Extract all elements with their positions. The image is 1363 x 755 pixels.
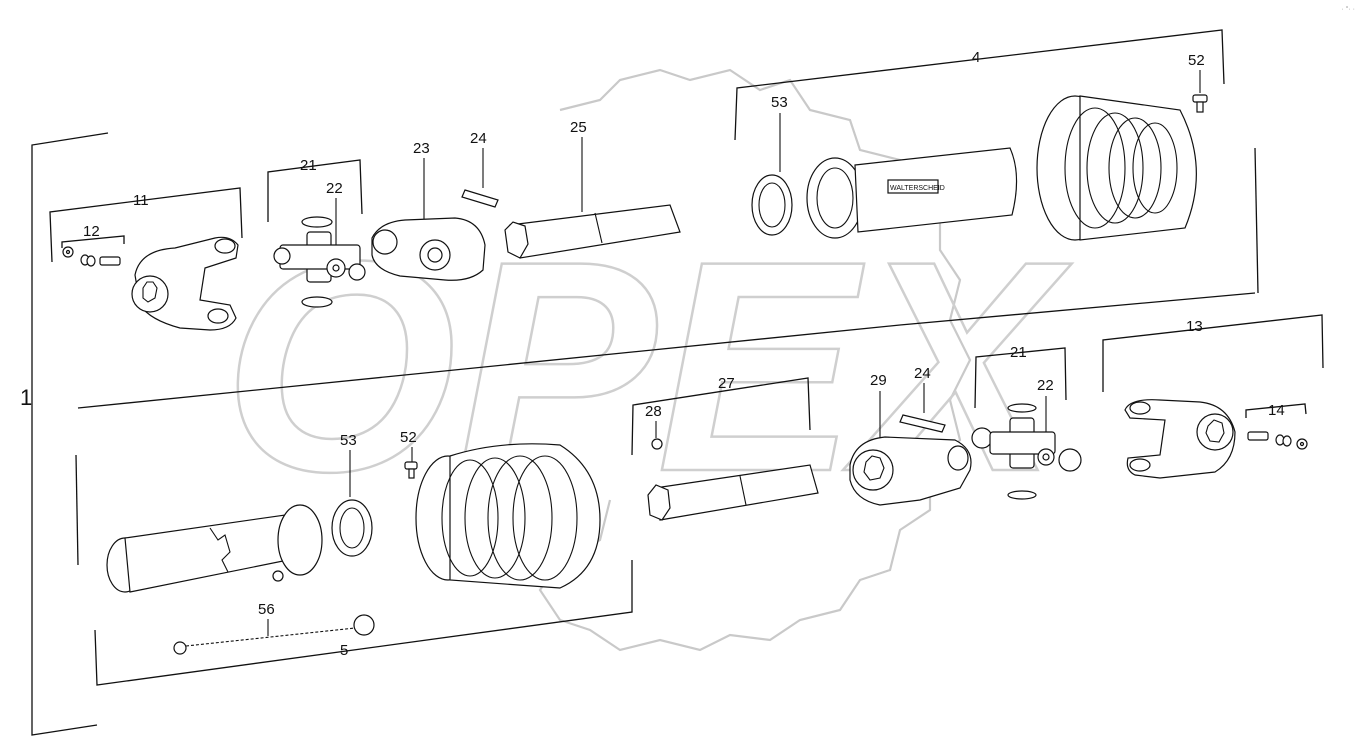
- profile-tube-25: [504, 204, 681, 259]
- bellows-cone-upper: [1036, 95, 1197, 241]
- callout-4: 4: [972, 49, 980, 66]
- callout-23: 23: [413, 140, 430, 157]
- group-21-top-bracket: [267, 159, 363, 222]
- callout-11: 11: [133, 192, 149, 209]
- shaft-label: WALTERSCHEID: [890, 185, 945, 192]
- callout-14: 14: [1268, 402, 1285, 419]
- callout-24-bottom: 24: [914, 365, 931, 382]
- callout-53-top: 53: [771, 94, 788, 111]
- yoke-23: [371, 217, 486, 281]
- callout-25: 25: [570, 119, 587, 136]
- group-13-bracket: [1102, 314, 1324, 392]
- assembly-bracket-1: [31, 132, 1256, 736]
- callout-53-bottom: 53: [340, 432, 357, 449]
- watermark-gear: [538, 68, 972, 652]
- bellows-cone-lower: [415, 443, 601, 589]
- group-21-bottom-bracket: [974, 347, 1067, 409]
- yoke-13-hardware: [1247, 431, 1308, 450]
- bearing-ring-53-bottom: [331, 499, 373, 557]
- callout-21-top: 21: [300, 157, 317, 174]
- yoke-11: [131, 236, 239, 331]
- pin-24-top: [461, 189, 499, 208]
- callout-1: 1: [20, 385, 32, 410]
- callout-5: 5: [340, 642, 348, 659]
- cross-21-bottom: [971, 403, 1082, 500]
- corner-mark: · °· ·: [1341, 6, 1355, 13]
- callout-22-bottom: 22: [1037, 377, 1054, 394]
- screw-52-bottom: [404, 461, 418, 479]
- callout-12: 12: [83, 223, 100, 240]
- yoke-29: [849, 436, 972, 506]
- guard-tube-lower: [106, 504, 323, 593]
- group-14-bracket: [1245, 403, 1307, 418]
- group-12-bracket: [61, 235, 125, 248]
- group-5-bracket: [75, 454, 633, 686]
- callout-56: 56: [258, 601, 275, 618]
- callout-27: 27: [718, 375, 735, 392]
- yoke-11-hardware: [62, 246, 121, 267]
- callout-21-bottom: 21: [1010, 344, 1027, 361]
- yoke-13: [1124, 399, 1236, 479]
- callout-24-top: 24: [470, 130, 487, 147]
- safety-chain-56: [173, 614, 375, 655]
- profile-tube-27: [647, 464, 819, 521]
- callout-13: 13: [1186, 318, 1203, 335]
- bearing-ring-53-top: [751, 174, 793, 236]
- callout-29: 29: [870, 372, 887, 389]
- callout-52-bottom: 52: [400, 429, 417, 446]
- group-4-bracket: [734, 29, 1259, 294]
- pin-24-bottom: [899, 414, 946, 433]
- callout-28: 28: [645, 403, 662, 420]
- callout-22-top: 22: [326, 180, 343, 197]
- cross-21-top: [273, 216, 366, 308]
- grease-nipple-28: [651, 438, 663, 450]
- callout-52-top: 52: [1188, 52, 1205, 69]
- group-27-bracket: [631, 377, 811, 456]
- guard-tube-upper: [806, 147, 1018, 239]
- screw-52-top: [1192, 94, 1208, 113]
- group-11-bracket: [49, 187, 243, 263]
